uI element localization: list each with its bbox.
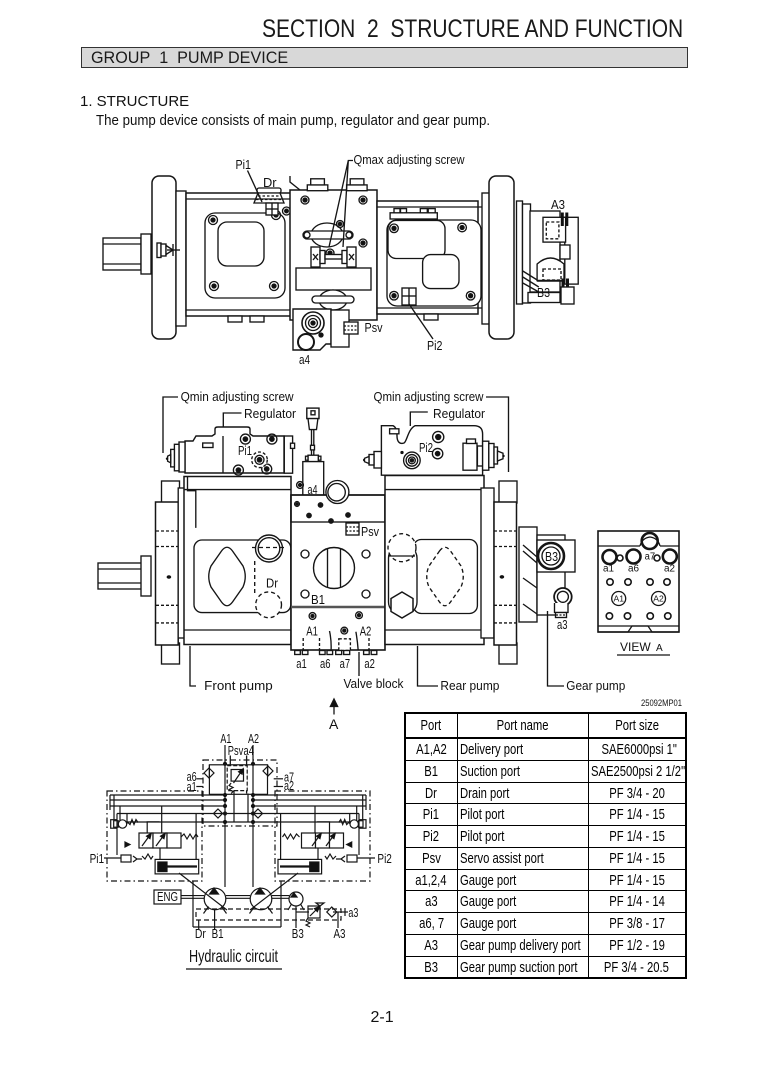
svg-text:a6: a6: [628, 564, 639, 575]
svg-text:A1: A1: [614, 594, 625, 604]
svg-text:Valve block: Valve block: [344, 676, 404, 691]
svg-text:Qmin adjusting screw: Qmin adjusting screw: [181, 389, 295, 404]
svg-text:A1: A1: [306, 624, 318, 639]
svg-text:A3: A3: [551, 197, 565, 212]
svg-text:Pi1: Pi1: [236, 157, 251, 172]
svg-text:Pi1: Pi1: [90, 851, 105, 866]
svg-text:VIEW: VIEW: [620, 640, 651, 654]
svg-text:a3: a3: [557, 617, 568, 632]
svg-text:Dr: Dr: [195, 926, 207, 941]
svg-text:Pi1: Pi1: [238, 443, 252, 458]
svg-text:Gear pump: Gear pump: [566, 678, 625, 693]
svg-text:Qmax adjusting screw: Qmax adjusting screw: [354, 152, 466, 167]
svg-text:Psv: Psv: [228, 744, 244, 758]
svg-text:B3: B3: [292, 926, 304, 941]
svg-text:a4: a4: [308, 482, 318, 497]
svg-text:A: A: [656, 643, 663, 654]
svg-text:Rear pump: Rear pump: [440, 678, 499, 693]
svg-text:B1: B1: [212, 926, 224, 941]
svg-text:a6: a6: [187, 769, 197, 784]
svg-text:a4: a4: [299, 352, 310, 367]
svg-text:a1: a1: [187, 779, 197, 794]
svg-text:a7: a7: [340, 656, 351, 671]
svg-text:Dr: Dr: [266, 576, 279, 591]
svg-text:B3: B3: [545, 549, 558, 564]
svg-text:a2: a2: [364, 656, 375, 671]
svg-text:A3: A3: [334, 926, 346, 941]
svg-text:A2: A2: [653, 594, 664, 604]
svg-text:A1: A1: [220, 731, 231, 746]
svg-text:Regulator: Regulator: [433, 406, 486, 421]
svg-text:A2: A2: [360, 624, 372, 639]
svg-text:B1: B1: [311, 592, 325, 607]
svg-text:a4: a4: [244, 744, 255, 758]
svg-text:Dr: Dr: [263, 175, 277, 190]
svg-text:Pi2: Pi2: [377, 851, 392, 866]
svg-text:a2: a2: [284, 778, 294, 793]
svg-text:Qmin adjusting screw: Qmin adjusting screw: [374, 389, 485, 404]
svg-text:a6: a6: [320, 656, 331, 671]
svg-text:A2: A2: [248, 731, 259, 746]
svg-text:Pi2: Pi2: [427, 338, 442, 353]
svg-text:Front pump: Front pump: [204, 678, 273, 693]
svg-text:a2: a2: [664, 564, 675, 575]
svg-text:B3: B3: [537, 285, 550, 300]
svg-text:A: A: [329, 716, 339, 732]
svg-text:a7: a7: [645, 552, 656, 563]
svg-text:a3: a3: [348, 905, 358, 920]
svg-text:Psv: Psv: [365, 320, 383, 335]
svg-text:a7: a7: [284, 770, 294, 785]
svg-text:Regulator: Regulator: [244, 406, 297, 421]
svg-text:ENG: ENG: [157, 889, 178, 904]
svg-text:Hydraulic circuit: Hydraulic circuit: [189, 946, 278, 966]
svg-text:a1: a1: [603, 564, 614, 575]
svg-text:Psv: Psv: [361, 524, 379, 539]
svg-text:Pi2: Pi2: [419, 440, 433, 455]
svg-text:a1: a1: [296, 656, 307, 671]
